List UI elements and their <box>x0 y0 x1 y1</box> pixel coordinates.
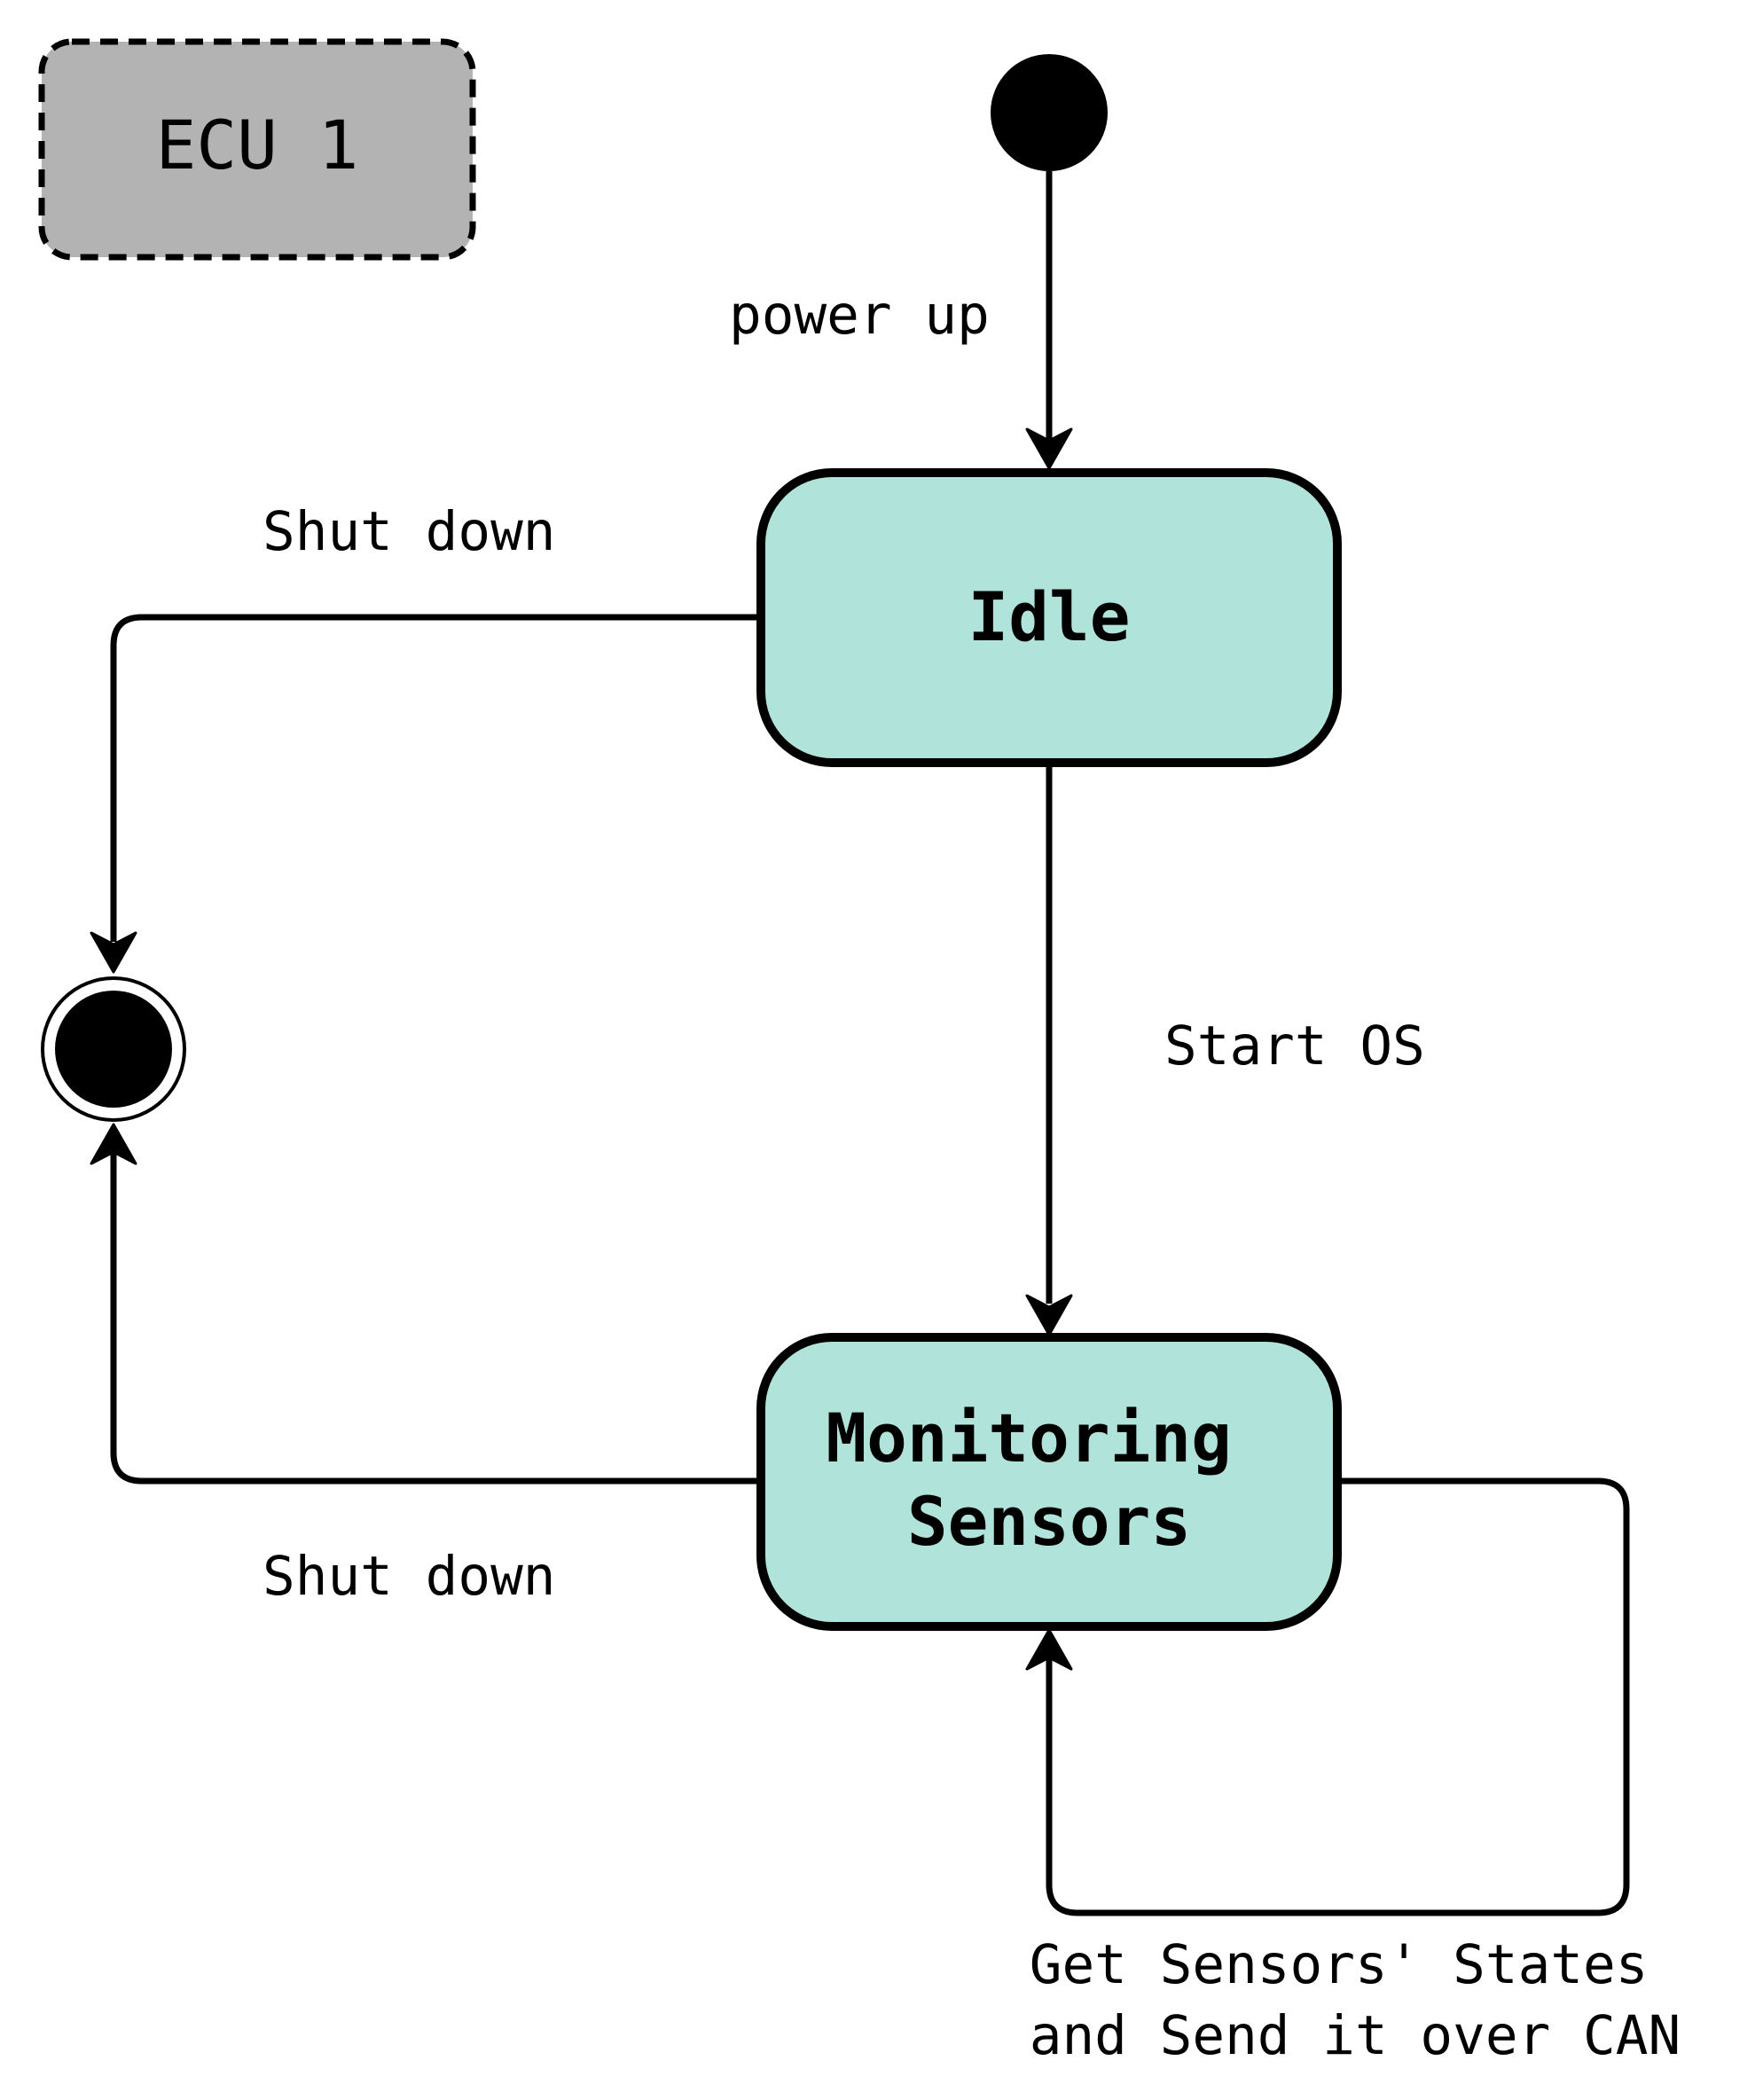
state-monitoring-sensors: Monitoring Sensors <box>756 1333 1342 1631</box>
transition-monitoring-shutdown-label: Shut down <box>262 1545 556 1608</box>
state-monitoring-label-line-2: Sensors <box>907 1482 1191 1561</box>
transition-power-up: power up <box>729 171 1073 470</box>
transition-monitoring-shutdown: Shut down <box>90 1123 759 1608</box>
state-idle: Idle <box>756 468 1342 767</box>
transition-self-loop-arrowhead <box>1025 1628 1073 1671</box>
transition-idle-shutdown: Shut down <box>90 500 759 974</box>
transition-self-loop-label: Get Sensors' States and Send it over CAN <box>1030 1933 1681 2067</box>
transition-start-os-label: Start OS <box>1164 1015 1425 1077</box>
state-monitoring-label-line-1: Monitoring <box>826 1399 1232 1477</box>
transition-power-up-arrowhead <box>1025 427 1073 470</box>
transition-start-os-arrowhead <box>1025 1294 1073 1336</box>
transition-power-up-label: power up <box>729 284 990 347</box>
transition-idle-shutdown-label: Shut down <box>262 500 556 563</box>
initial-state-node <box>991 54 1108 171</box>
transition-monitoring-shutdown-line <box>110 1153 759 1485</box>
transition-start-os: Start OS <box>1025 764 1425 1336</box>
state-monitoring-label: Monitoring Sensors <box>826 1399 1272 1561</box>
transition-self-loop-label-line-1: Get Sensors' States <box>1030 1933 1649 1996</box>
ecu-badge-label: ECU 1 <box>156 106 359 184</box>
state-idle-box <box>756 468 1342 767</box>
transition-idle-shutdown-arrowhead <box>90 931 137 974</box>
ecu-badge-box <box>38 38 476 261</box>
ecu-badge: ECU 1 <box>38 38 476 261</box>
state-monitoring-box <box>756 1333 1342 1631</box>
final-state-inner-dot <box>55 991 172 1108</box>
transition-monitoring-shutdown-arrowhead <box>90 1123 137 1165</box>
transition-self-loop: Get Sensors' States and Send it over CAN <box>1025 1477 1681 2067</box>
transition-idle-shutdown-line <box>110 614 759 942</box>
transition-self-loop-line <box>1046 1477 1630 1916</box>
final-state-node <box>41 976 186 1122</box>
state-idle-label: Idle <box>968 577 1130 656</box>
transition-self-loop-label-line-2: and Send it over CAN <box>1030 2004 1681 2067</box>
